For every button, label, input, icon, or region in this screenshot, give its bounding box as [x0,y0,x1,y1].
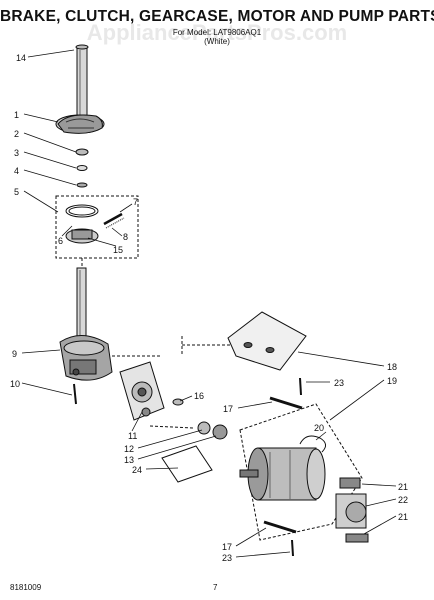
callout-3: 3 [14,148,19,158]
document-number: 8181009 [10,583,42,592]
page-title: BRAKE, CLUTCH, GEARCASE, MOTOR AND PUMP … [0,8,434,25]
gasket [161,445,213,483]
model-line: For Model: LAT9806AQ1 [172,28,262,37]
motor [239,447,326,501]
callout-8: 8 [123,232,128,242]
callout-7: 7 [133,197,138,207]
callout-15: 15 [113,245,123,255]
pump [335,477,369,543]
motor-bracket [227,311,307,371]
callout-17-upper: 17 [223,404,233,414]
callout-18: 18 [387,362,397,372]
callout-2: 2 [14,129,19,139]
callout-20: 20 [314,423,324,433]
callout-22: 22 [398,495,408,505]
callout-21-upper: 21 [398,482,408,492]
callout-21-lower: 21 [398,512,408,522]
callout-4: 4 [14,166,19,176]
callout-16: 16 [194,391,204,401]
callout-6: 6 [58,236,63,246]
callout-24: 24 [132,465,142,475]
callout-12: 12 [124,444,134,454]
callout-11: 11 [128,431,137,441]
wire-harness [299,435,326,453]
callout-23-upper: 23 [334,378,344,388]
callout-9: 9 [12,349,17,359]
clutch-assembly [55,195,139,259]
brake-assembly [55,114,105,134]
callout-23-lower: 23 [222,553,232,563]
pump-housing [119,361,165,421]
callout-10: 10 [10,379,20,389]
page-number: 7 [213,583,218,592]
callout-14: 14 [16,53,26,63]
small-washers [75,148,89,188]
upper-drive-shaft [75,44,89,118]
gearcase [59,335,113,381]
color-line: (White) [204,37,230,46]
lower-drive-shaft [76,267,87,341]
callout-17-lower: 17 [222,542,232,552]
callout-1: 1 [14,110,19,120]
motor-outline [239,403,363,541]
coupling-parts [172,398,228,440]
callout-5: 5 [14,187,19,197]
callout-13: 13 [124,455,134,465]
callout-19: 19 [387,376,397,386]
